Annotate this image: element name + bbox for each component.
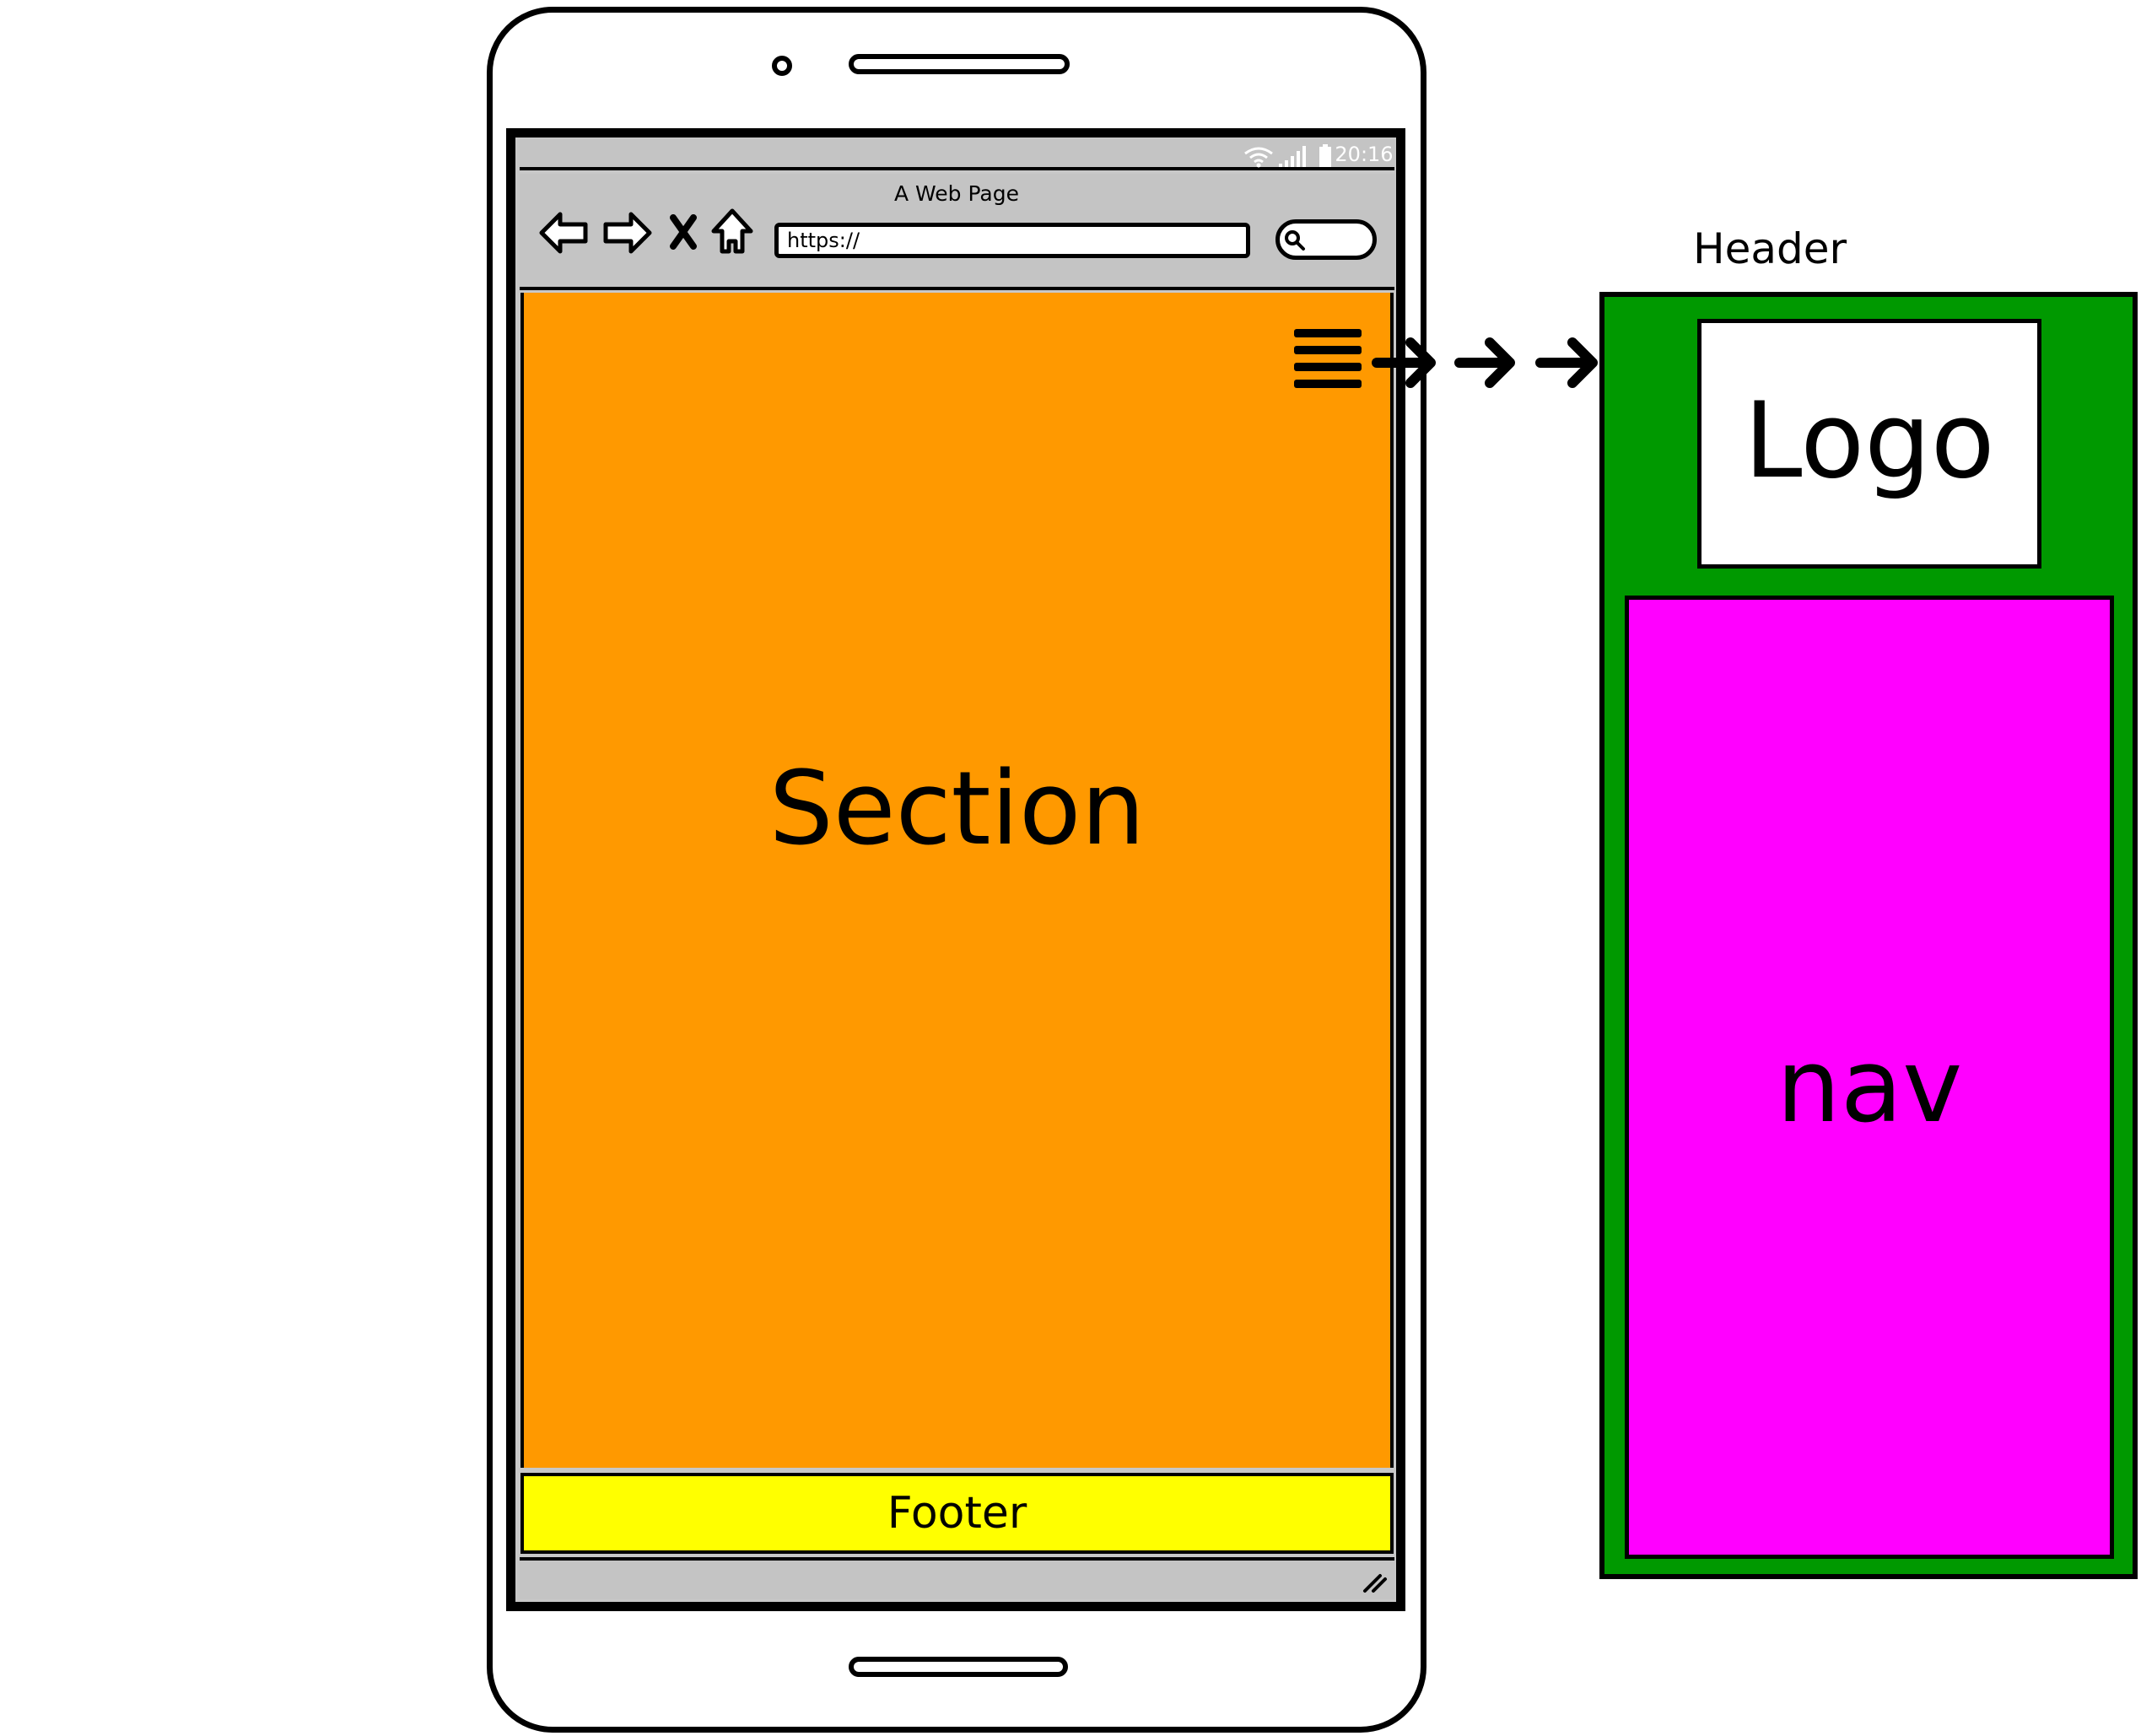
resize-icon[interactable] (1360, 1566, 1389, 1594)
speaker-slot (849, 54, 1070, 74)
section-label: Section (768, 751, 1146, 868)
nav-box (1625, 596, 2114, 1559)
nav-label: nav (1776, 1028, 1963, 1146)
page-title: A Web Page (893, 181, 1020, 206)
footer-label: Footer (887, 1488, 1027, 1539)
browser-bottom-bar (520, 1557, 1394, 1599)
logo-box (1697, 319, 2041, 569)
footer-area (520, 1473, 1394, 1554)
camera-icon (772, 56, 792, 76)
arrow-icon (1372, 337, 1598, 388)
search-button[interactable] (1275, 219, 1377, 260)
back-icon[interactable] (538, 208, 591, 258)
arrow-connector (1372, 337, 1598, 388)
forward-icon[interactable] (601, 208, 653, 258)
home-icon[interactable] (710, 208, 754, 258)
header-title: Header (1692, 224, 1847, 273)
search-icon (1285, 230, 1305, 251)
signal-icon (1279, 146, 1306, 167)
home-button[interactable] (849, 1657, 1068, 1677)
hamburger-icon[interactable] (1292, 326, 1363, 390)
status-time: 20:16 (1335, 143, 1394, 166)
battery-icon (1319, 144, 1331, 167)
status-bar (520, 139, 1394, 170)
close-icon[interactable] (666, 208, 700, 258)
logo-label: Logo (1744, 380, 1995, 502)
wifi-icon (1244, 147, 1273, 168)
section-area (520, 293, 1394, 1468)
url-field[interactable]: https:// (774, 223, 1250, 258)
